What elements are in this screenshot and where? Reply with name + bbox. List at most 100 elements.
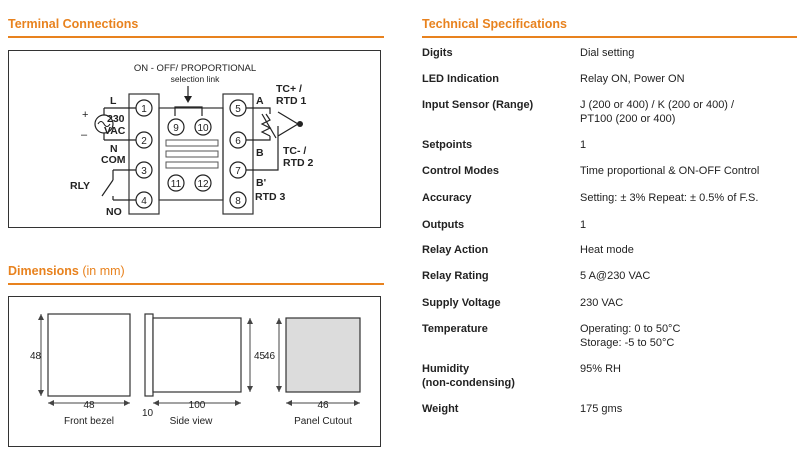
label-COM: COM bbox=[101, 154, 126, 166]
spec-label: Outputs bbox=[422, 219, 465, 231]
terminal-11-label: 11 bbox=[170, 179, 181, 190]
dim-arrow bbox=[275, 317, 282, 324]
label-tcm-2: RTD 2 bbox=[283, 157, 313, 169]
plus-sign: + bbox=[82, 109, 88, 121]
spec-value-line-2: Storage: -5 to 50°C bbox=[580, 337, 675, 349]
side-height-value: 45 bbox=[254, 351, 266, 362]
label-tcp-2: RTD 1 bbox=[276, 95, 306, 107]
dim-arrow bbox=[123, 399, 130, 406]
spec-value: Time proportional & ON-OFF Control bbox=[580, 165, 760, 177]
dim-arrow bbox=[152, 399, 159, 406]
label-NO: NO bbox=[106, 206, 122, 218]
label-rtd3: RTD 3 bbox=[255, 191, 285, 203]
terminal-8-label: 8 bbox=[235, 196, 241, 207]
spec-label: Weight bbox=[422, 403, 459, 415]
front-width-value: 48 bbox=[83, 400, 95, 411]
terminal-4-label: 4 bbox=[141, 196, 147, 207]
dimensions-title-rule bbox=[8, 283, 384, 285]
dim-arrow bbox=[37, 389, 44, 396]
relay-switch-icon bbox=[101, 179, 113, 196]
label-tcm-1: TC- / bbox=[283, 145, 306, 157]
right-terminal-block bbox=[221, 92, 254, 215]
label-A: A bbox=[256, 95, 264, 107]
cutout-width-value: 46 bbox=[317, 400, 329, 411]
terminal-2-label: 2 bbox=[141, 136, 147, 147]
label-Bp: B' bbox=[256, 177, 266, 189]
middle-bar-3 bbox=[165, 161, 218, 168]
spec-value: 5 A@230 VAC bbox=[580, 270, 651, 282]
spec-label-line-2: (non-condensing) bbox=[422, 377, 515, 389]
dimensions-frame: 48 48 Front bezel 45 100 10 Side view 46… bbox=[8, 296, 381, 447]
dimensions-unit-note: (in mm) bbox=[82, 264, 125, 278]
selection-label-1: ON - OFF/ PROPORTIONAL bbox=[133, 63, 255, 74]
ac-wave-icon bbox=[97, 120, 110, 127]
spec-value: 230 VAC bbox=[580, 297, 624, 309]
front-bezel-label: Front bezel bbox=[63, 416, 113, 427]
terminal-diagram: ON - OFF/ PROPORTIONAL selection link 1 … bbox=[70, 63, 313, 218]
spec-value: Heat mode bbox=[580, 244, 634, 256]
spec-value: Dial setting bbox=[580, 47, 635, 59]
spec-value: Operating: 0 to 50°C bbox=[580, 323, 681, 335]
terminal-9-label: 9 bbox=[173, 123, 179, 134]
rtd-resistor-icon bbox=[260, 113, 271, 137]
spec-value: Relay ON, Power ON bbox=[580, 73, 685, 85]
dimensions-title-text: Dimensions bbox=[8, 264, 79, 278]
thermocouple-junction bbox=[296, 120, 303, 127]
dimensions-diagram: 48 48 Front bezel 45 100 10 Side view 46… bbox=[30, 312, 361, 427]
spec-label: Digits bbox=[422, 47, 453, 59]
terminal-9 bbox=[166, 117, 185, 136]
panel-cutout-label: Panel Cutout bbox=[294, 416, 352, 427]
spec-value-line-2: PT100 (200 or 400) bbox=[580, 113, 676, 125]
terminal-title-rule bbox=[8, 36, 384, 38]
terminal-12-label: 12 bbox=[197, 179, 209, 190]
dim-arrow bbox=[353, 399, 360, 406]
panel-cutout-shape bbox=[284, 316, 361, 393]
terminal-5-label: 5 bbox=[235, 104, 241, 115]
spec-value: 175 gms bbox=[580, 403, 623, 415]
spec-value: 1 bbox=[580, 219, 587, 231]
terminal-6-label: 6 bbox=[235, 136, 241, 147]
dim-arrow bbox=[47, 399, 54, 406]
dim-arrow bbox=[246, 317, 253, 324]
selection-label-2: selection link bbox=[170, 74, 219, 84]
terminal-diagram-frame: ON - OFF/ PROPORTIONAL selection link 1 … bbox=[8, 50, 381, 228]
wire-Bp bbox=[245, 125, 279, 171]
spec-label: Accuracy bbox=[422, 192, 472, 204]
wire-A bbox=[245, 106, 271, 114]
terminal-10 bbox=[193, 117, 212, 136]
side-bezel-value: 10 bbox=[142, 408, 154, 419]
minus-sign: – bbox=[81, 129, 88, 141]
front-height-value: 48 bbox=[30, 351, 42, 362]
thermocouple-icon bbox=[277, 110, 299, 137]
terminal-connections-title: Terminal Connections bbox=[8, 17, 139, 31]
spec-label: Input Sensor (Range) bbox=[422, 99, 534, 111]
spec-label: Temperature bbox=[422, 323, 488, 335]
dim-arrow bbox=[37, 313, 44, 320]
dim-arrow bbox=[246, 385, 253, 392]
label-230: 230 bbox=[107, 113, 125, 125]
spec-label: Control Modes bbox=[422, 165, 499, 177]
label-B: B bbox=[256, 147, 264, 159]
spec-label: Relay Action bbox=[422, 244, 489, 256]
dim-arrow bbox=[275, 385, 282, 392]
spec-label: Relay Rating bbox=[422, 270, 489, 282]
cutout-height-value: 46 bbox=[264, 351, 276, 362]
terminal-10-label: 10 bbox=[197, 123, 209, 134]
spec-label: Setpoints bbox=[422, 139, 473, 151]
spec-value: 95% RH bbox=[580, 363, 621, 375]
dim-arrow bbox=[234, 399, 241, 406]
middle-bar-1 bbox=[165, 139, 218, 146]
label-N: N bbox=[110, 143, 118, 155]
terminal-7-label: 7 bbox=[235, 166, 241, 177]
spec-value: 1 bbox=[580, 139, 587, 151]
dim-arrow bbox=[285, 399, 292, 406]
terminal-1-label: 1 bbox=[141, 104, 147, 115]
spec-value: Setting: ± 3% Repeat: ± 0.5% of F.S. bbox=[580, 192, 759, 204]
terminal-11 bbox=[166, 173, 185, 192]
rtd-arrow-line bbox=[260, 113, 277, 138]
spec-value: J (200 or 400) / K (200 or 400) / bbox=[580, 99, 735, 111]
terminal-12 bbox=[193, 173, 212, 192]
label-L: L bbox=[110, 95, 117, 107]
side-depth-value: 100 bbox=[188, 400, 205, 411]
front-bezel-shape bbox=[46, 312, 131, 397]
